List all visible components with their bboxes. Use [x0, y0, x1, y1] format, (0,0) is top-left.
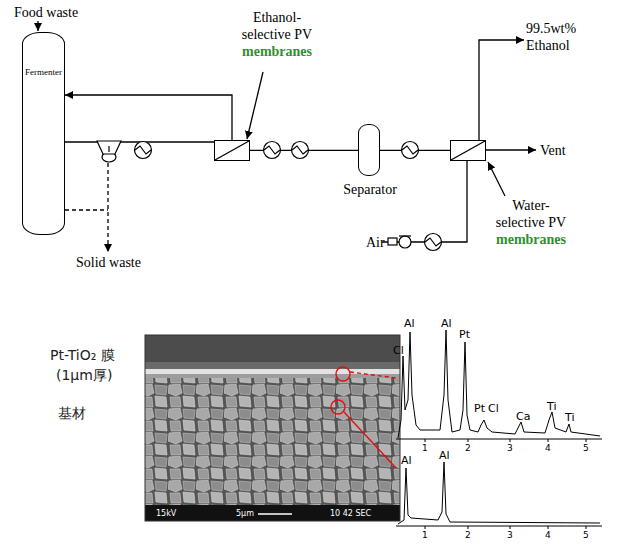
peak-label: Ti: [547, 401, 556, 413]
axis-number: 2: [465, 443, 471, 453]
stream-label: 99.5wt% Ethanol: [526, 20, 584, 54]
stream-label: Vent: [540, 142, 566, 159]
stream-label: Solid waste: [76, 254, 141, 271]
leader-line: [247, 72, 263, 139]
centrifuge-symbol: [97, 141, 121, 162]
peak-label: Al: [441, 318, 452, 330]
node-heading: Ethanol- selective PVmembranes: [234, 9, 320, 60]
peak-label: Ca: [516, 411, 530, 423]
stream-label: Food waste: [14, 4, 78, 21]
scale-label: 5μm: [236, 509, 254, 519]
sem-info: 10 42 SEC: [330, 509, 371, 519]
flow-line: [380, 150, 450, 151]
node-label: Water- selective PV: [488, 197, 574, 231]
heat-exchanger-symbol: [135, 142, 442, 251]
peak-label: Cl: [488, 403, 499, 415]
eds-spectrum: [396, 330, 602, 529]
node-label: Separator: [333, 181, 407, 198]
process-lines: [38, 21, 536, 252]
flow-line: [250, 150, 358, 151]
flow-line: [65, 141, 214, 142]
feed-arrow: [37, 21, 38, 31]
membrane-module: Water- selective PVmembranes: [450, 140, 486, 161]
layer-label: Pt-TiO₂ 膜: [50, 346, 115, 364]
node-label: Ethanol- selective PV: [234, 9, 320, 43]
membrane-line: [215, 141, 249, 160]
node-label-highlight: membranes: [488, 231, 574, 248]
air-line: [441, 161, 467, 242]
axis-number: 5: [583, 530, 589, 540]
layer-label: 基材: [58, 404, 86, 422]
layer-label: (1μm厚): [56, 366, 112, 384]
axis-number: 1: [422, 443, 428, 453]
axis-number: 1: [422, 530, 428, 540]
product-arrow: [479, 40, 524, 140]
axis-number: 4: [545, 530, 551, 540]
spot-marker: [331, 367, 396, 468]
axis-number: 3: [507, 443, 513, 453]
flow-line: [65, 95, 232, 140]
axis-number: 4: [545, 443, 551, 453]
solid-waste-arrow: [107, 163, 108, 252]
peak-label: Pt: [459, 329, 470, 341]
peak-label: Ti: [565, 412, 574, 424]
axis-number: 5: [583, 443, 589, 453]
separator-vessel: Separator: [358, 124, 380, 176]
peak-label: Al: [439, 450, 450, 462]
node-heading: Separator: [333, 181, 407, 198]
peak-label: Pt: [474, 403, 485, 415]
axis-number: 2: [465, 530, 471, 540]
membrane-line: [451, 141, 485, 160]
node-heading: Water- selective PVmembranes: [488, 197, 574, 248]
sem-micrograph: [145, 335, 400, 521]
leader-line: [488, 162, 505, 196]
node-label-highlight: membranes: [234, 43, 320, 60]
blower-symbol: [388, 236, 411, 248]
axis-number: 3: [507, 530, 513, 540]
peak-label: Cl: [393, 345, 404, 357]
solid-waste-line: [65, 209, 108, 210]
air-line: [382, 241, 425, 242]
node-label: Fermenter: [23, 33, 64, 78]
membrane-module: Ethanol- selective PVmembranes: [214, 140, 250, 161]
vent-arrow: [486, 149, 536, 150]
fermenter-vessel: Fermenter: [22, 32, 65, 235]
stream-label: Air: [366, 234, 385, 251]
sem-info: 15kV: [156, 509, 176, 519]
peak-label: Al: [404, 318, 415, 330]
peak-label: Al: [401, 455, 412, 467]
